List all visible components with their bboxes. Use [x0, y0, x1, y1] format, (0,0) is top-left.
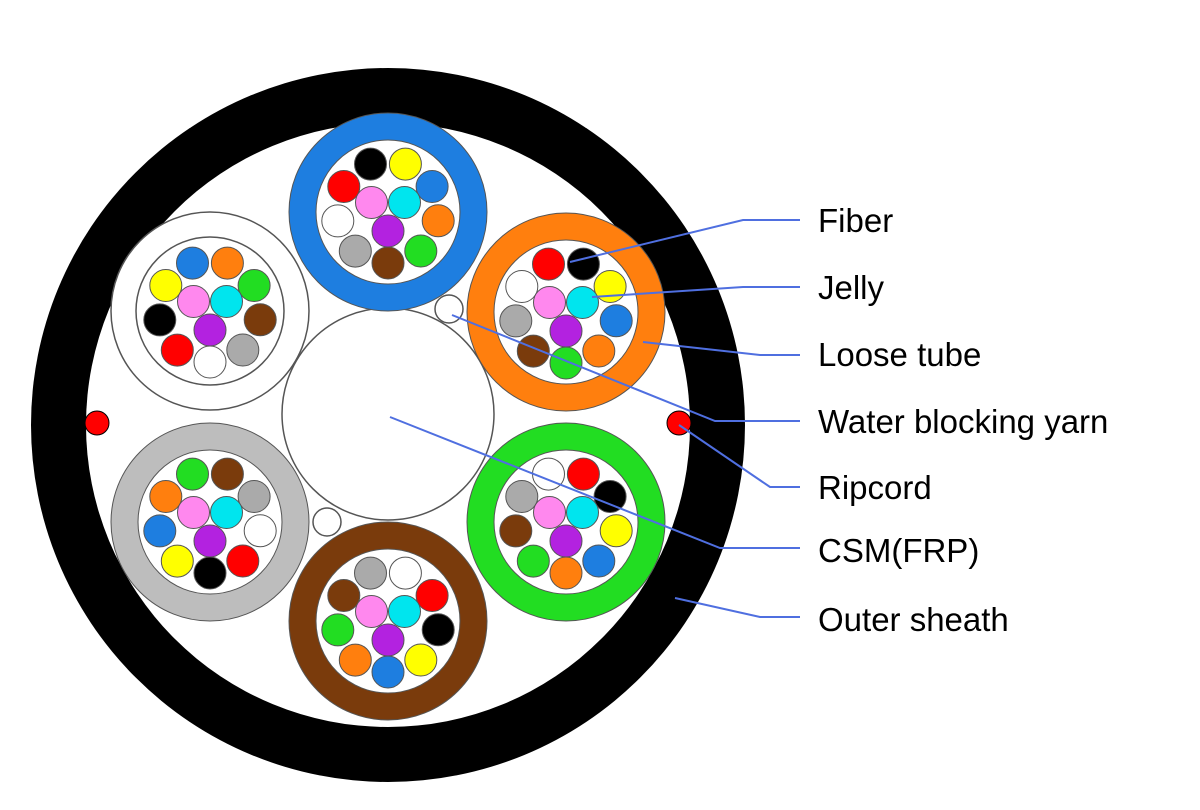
- fiber: [593, 480, 627, 513]
- fiber: [327, 170, 361, 203]
- fiber: [193, 345, 227, 379]
- loose-tube-orange: [466, 212, 666, 412]
- fiber: [193, 556, 227, 590]
- fiber: [210, 285, 243, 318]
- fiber: [549, 346, 583, 380]
- fiber: [237, 269, 271, 302]
- leader-line-csm: [389, 416, 800, 549]
- loose-tube-filler: [110, 211, 310, 411]
- central-strength-member: [281, 307, 495, 521]
- fiber: [388, 147, 422, 181]
- fiber: [566, 457, 600, 491]
- fiber: [566, 496, 599, 529]
- fiber: [499, 304, 533, 338]
- fiber: [237, 480, 271, 513]
- fiber: [371, 623, 405, 657]
- fiber: [160, 544, 194, 578]
- loose-tube-green: [466, 422, 666, 622]
- leader-line-ripcord: [678, 424, 800, 488]
- label-csm: CSM(FRP): [818, 532, 979, 569]
- fiber: [226, 333, 260, 367]
- loose-tube-gray: [110, 422, 310, 622]
- fiber: [355, 186, 388, 219]
- fiber: [210, 246, 244, 280]
- fiber: [354, 556, 387, 590]
- leader-line-outer-sheath: [674, 597, 800, 618]
- leader-line-loose-tube: [642, 341, 800, 356]
- fiber: [549, 556, 583, 590]
- fiber: [143, 303, 177, 337]
- label-jelly: Jelly: [818, 269, 885, 306]
- fiber: [193, 524, 227, 558]
- loose-tubes: [110, 112, 666, 721]
- fiber: [388, 595, 421, 628]
- labels: Fiber Jelly Loose tube Water blocking ya…: [818, 202, 1108, 638]
- fiber: [404, 643, 438, 677]
- fiber: [533, 286, 566, 319]
- label-outer-sheath: Outer sheath: [818, 601, 1009, 638]
- label-ripcord: Ripcord: [818, 469, 932, 506]
- ripcord-left: [84, 410, 110, 436]
- fiber: [421, 204, 455, 238]
- fiber: [149, 269, 183, 302]
- fiber: [421, 613, 455, 647]
- fiber: [177, 285, 210, 318]
- fiber: [566, 286, 599, 319]
- fiber: [499, 514, 533, 548]
- fiber: [338, 234, 372, 268]
- fiber: [371, 246, 405, 280]
- fiber: [176, 457, 209, 491]
- fiber: [371, 655, 405, 689]
- fiber: [582, 334, 616, 368]
- fiber: [388, 186, 421, 219]
- label-water-blocking-yarn: Water blocking yarn: [818, 403, 1108, 440]
- fiber: [388, 556, 422, 590]
- fiber: [549, 314, 583, 348]
- leader-lines: [389, 219, 800, 618]
- fiber: [354, 147, 387, 181]
- label-loose-tube: Loose tube: [818, 336, 981, 373]
- label-fiber: Fiber: [818, 202, 893, 239]
- fiber: [338, 643, 372, 677]
- fiber: [149, 480, 183, 513]
- fiber: [415, 579, 449, 612]
- fiber: [193, 313, 227, 347]
- fiber: [599, 514, 633, 548]
- fiber: [226, 544, 260, 578]
- fiber: [176, 246, 209, 280]
- leader-line-water-blocking-yarn: [451, 314, 800, 422]
- fiber: [243, 303, 277, 337]
- fiber: [243, 514, 277, 548]
- fiber: [549, 524, 583, 558]
- fiber: [593, 270, 627, 303]
- fiber: [533, 496, 566, 529]
- water-blocking-yarn-lower: [312, 507, 342, 537]
- fiber: [371, 214, 405, 248]
- leader-line-jelly: [591, 286, 800, 298]
- fiber: [532, 247, 565, 281]
- fiber: [355, 595, 388, 628]
- fiber: [516, 334, 550, 368]
- fiber: [143, 514, 177, 548]
- fiber: [321, 204, 355, 238]
- fiber: [210, 496, 243, 529]
- fiber: [516, 544, 550, 578]
- fiber: [566, 247, 600, 281]
- fiber: [321, 613, 355, 647]
- fiber: [177, 496, 210, 529]
- fiber: [327, 579, 361, 612]
- leader-line-fiber: [569, 219, 800, 263]
- loose-tube-blue: [288, 112, 488, 312]
- fiber: [415, 170, 449, 203]
- loose-tube-brown: [288, 521, 488, 721]
- fiber: [582, 544, 616, 578]
- fiber: [160, 333, 194, 367]
- fiber: [505, 480, 539, 513]
- fiber: [404, 234, 438, 268]
- fiber: [210, 457, 244, 491]
- fiber: [599, 304, 633, 338]
- fiber: [505, 270, 539, 303]
